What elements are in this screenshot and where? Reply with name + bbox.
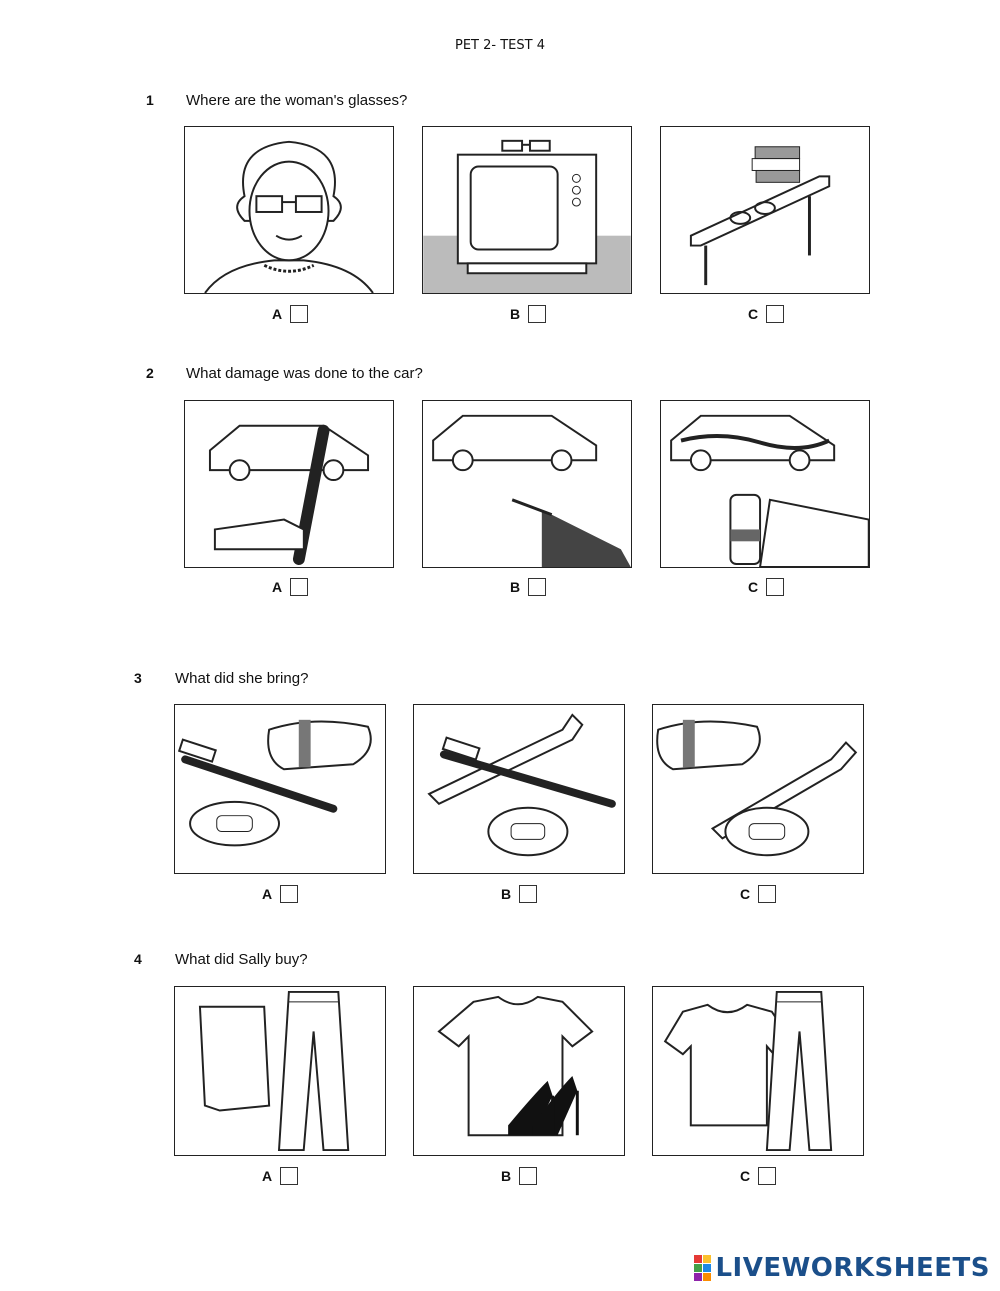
q3-picture-b-toothbrush-toothpaste-soap (413, 704, 625, 874)
q1-picture-b-glasses-on-tv (422, 126, 632, 294)
question-3-number: 3 (134, 670, 142, 686)
q2-picture-b-car-with-key (422, 400, 632, 568)
q1-option-a-label: A (272, 306, 283, 322)
q1-picture-a-woman-wearing-glasses (184, 126, 394, 294)
q1-option-b: B (510, 305, 547, 323)
q1-option-b-checkbox[interactable] (528, 305, 547, 323)
q3-option-b-label: B (501, 886, 512, 902)
q3-option-a-label: A (262, 886, 273, 902)
q2-option-b-checkbox[interactable] (528, 578, 547, 596)
q1-option-a: A (272, 305, 309, 323)
q3-option-c: C (740, 885, 777, 903)
q4-option-a-label: A (262, 1168, 273, 1184)
q4-option-b: B (501, 1167, 538, 1185)
q2-option-b-label: B (510, 579, 521, 595)
q1-option-c-label: C (748, 306, 759, 322)
question-1-text: Where are the woman's glasses? (186, 92, 408, 109)
q2-option-a: A (272, 578, 309, 596)
question-3-text: What did she bring? (175, 670, 309, 687)
q3-option-a: A (262, 885, 299, 903)
q3-option-c-checkbox[interactable] (758, 885, 777, 903)
q3-picture-c-towel-toothpaste-soap (652, 704, 864, 874)
q2-picture-a-car-with-bat (184, 400, 394, 568)
q3-picture-a-toothbrush-towel-soap (174, 704, 386, 874)
question-4-number: 4 (134, 951, 142, 967)
question-2-text: What damage was done to the car? (186, 365, 423, 382)
page-title: PET 2- TEST 4 (455, 38, 545, 53)
q4-option-b-checkbox[interactable] (519, 1167, 538, 1185)
q2-option-c-checkbox[interactable] (766, 578, 785, 596)
q4-option-b-label: B (501, 1168, 512, 1184)
q3-option-b: B (501, 885, 538, 903)
q3-option-c-label: C (740, 886, 751, 902)
question-1-number: 1 (146, 92, 154, 108)
q4-option-c-label: C (740, 1168, 751, 1184)
q4-picture-c-tshirt-and-jeans (652, 986, 864, 1156)
q1-option-c: C (748, 305, 785, 323)
q4-option-c-checkbox[interactable] (758, 1167, 777, 1185)
q4-option-c: C (740, 1167, 777, 1185)
q1-option-b-label: B (510, 306, 521, 322)
q2-picture-c-car-with-spray-paint (660, 400, 870, 568)
question-2-number: 2 (146, 365, 154, 381)
q4-option-a: A (262, 1167, 299, 1185)
q2-option-b: B (510, 578, 547, 596)
q1-picture-c-glasses-on-table (660, 126, 870, 294)
q2-option-a-checkbox[interactable] (290, 578, 309, 596)
q3-option-a-checkbox[interactable] (280, 885, 299, 903)
q1-option-a-checkbox[interactable] (290, 305, 309, 323)
q4-picture-a-shorts-and-jeans (174, 986, 386, 1156)
q4-option-a-checkbox[interactable] (280, 1167, 299, 1185)
q2-option-a-label: A (272, 579, 283, 595)
q4-picture-b-tshirt-and-shoes (413, 986, 625, 1156)
q2-option-c-label: C (748, 579, 759, 595)
q3-option-b-checkbox[interactable] (519, 885, 538, 903)
liveworksheets-logo-icon (694, 1255, 712, 1281)
liveworksheets-logo-text: LIVEWORKSHEETS (715, 1253, 990, 1283)
question-4-text: What did Sally buy? (175, 951, 308, 968)
q1-option-c-checkbox[interactable] (766, 305, 785, 323)
liveworksheets-logo: LIVEWORKSHEETS (694, 1253, 990, 1283)
q2-option-c: C (748, 578, 785, 596)
